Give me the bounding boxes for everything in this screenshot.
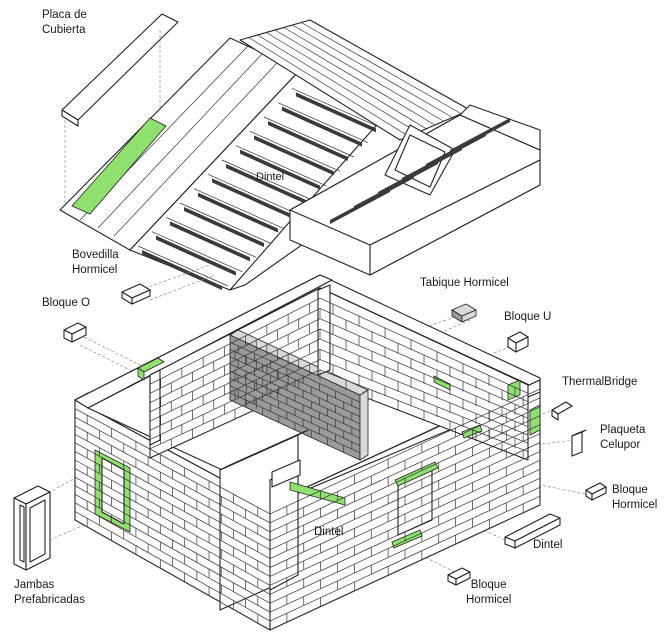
bovedilla-hormicel-label: Bovedilla Hormicel bbox=[72, 249, 119, 276]
back-wall-course bbox=[319, 338, 529, 427]
joist-row bbox=[226, 164, 306, 204]
left-wall-course bbox=[74, 408, 271, 515]
dintel-right-label: Dintel bbox=[533, 539, 563, 551]
front-wall-course bbox=[269, 397, 541, 524]
joist-row bbox=[282, 106, 362, 147]
jambas-prefabricadas-label: Jambas Prefabricadas bbox=[14, 579, 85, 606]
bloque-hormicel-right-label: Bloque Hormicel bbox=[612, 484, 658, 511]
front-wall-course bbox=[269, 424, 541, 550]
joist-row bbox=[268, 121, 348, 161]
back-wall-course bbox=[319, 318, 529, 411]
back-left-course bbox=[149, 338, 321, 422]
dintel-center-label: Dintel bbox=[314, 526, 344, 538]
back-left-course bbox=[149, 318, 321, 403]
joist-row bbox=[170, 221, 250, 262]
front-wall-course bbox=[269, 477, 541, 604]
joist-row bbox=[212, 178, 292, 219]
front-wall-course bbox=[269, 460, 541, 586]
front-wall-course bbox=[269, 442, 541, 568]
front-wall-course bbox=[269, 388, 541, 515]
placa-de-cubierta-label: Placa de Cubierta bbox=[42, 9, 87, 36]
back-left-course bbox=[149, 297, 321, 385]
left-wall-course bbox=[74, 511, 271, 622]
joist-row bbox=[198, 192, 278, 233]
left-wall-course bbox=[74, 459, 271, 568]
back-left-course bbox=[149, 359, 321, 440]
roof-plate-part bbox=[61, 13, 179, 210]
front-wall-course bbox=[269, 433, 541, 559]
partition-course bbox=[229, 370, 361, 432]
joist-row bbox=[240, 149, 320, 190]
joist-row bbox=[296, 92, 376, 133]
joist-row bbox=[184, 207, 264, 247]
brick-courses bbox=[74, 297, 541, 623]
left-wall-course bbox=[74, 476, 271, 586]
back-wall-course bbox=[319, 359, 529, 444]
left-wall-course bbox=[74, 442, 271, 550]
front-wall-course bbox=[269, 406, 541, 533]
thermalbridge-label: ThermalBridge bbox=[562, 376, 638, 388]
tabique-hormicel-label: Tabique Hormicel bbox=[420, 277, 509, 289]
roof-dintel-label: Dintel bbox=[256, 171, 284, 183]
joist-row bbox=[156, 235, 236, 276]
partition-course bbox=[229, 356, 361, 417]
left-wall-course bbox=[74, 425, 271, 533]
back-wall-course bbox=[319, 297, 529, 394]
bloque-hormicel-bottom-label: Bloque Hormicel bbox=[466, 579, 512, 606]
plaqueta-celupor-label: Plaqueta Celupor bbox=[600, 424, 646, 451]
roof-assembly: Dintel bbox=[59, 19, 541, 291]
partition-course bbox=[229, 385, 361, 446]
front-wall-course bbox=[269, 495, 541, 622]
attic-joist-row bbox=[450, 118, 510, 154]
loose-blocks bbox=[13, 283, 607, 586]
joist-row bbox=[254, 135, 334, 176]
bloque-u-label: Bloque U bbox=[504, 311, 552, 323]
left-wall-course bbox=[74, 493, 271, 604]
bloque-o-label: Bloque O bbox=[42, 297, 90, 309]
